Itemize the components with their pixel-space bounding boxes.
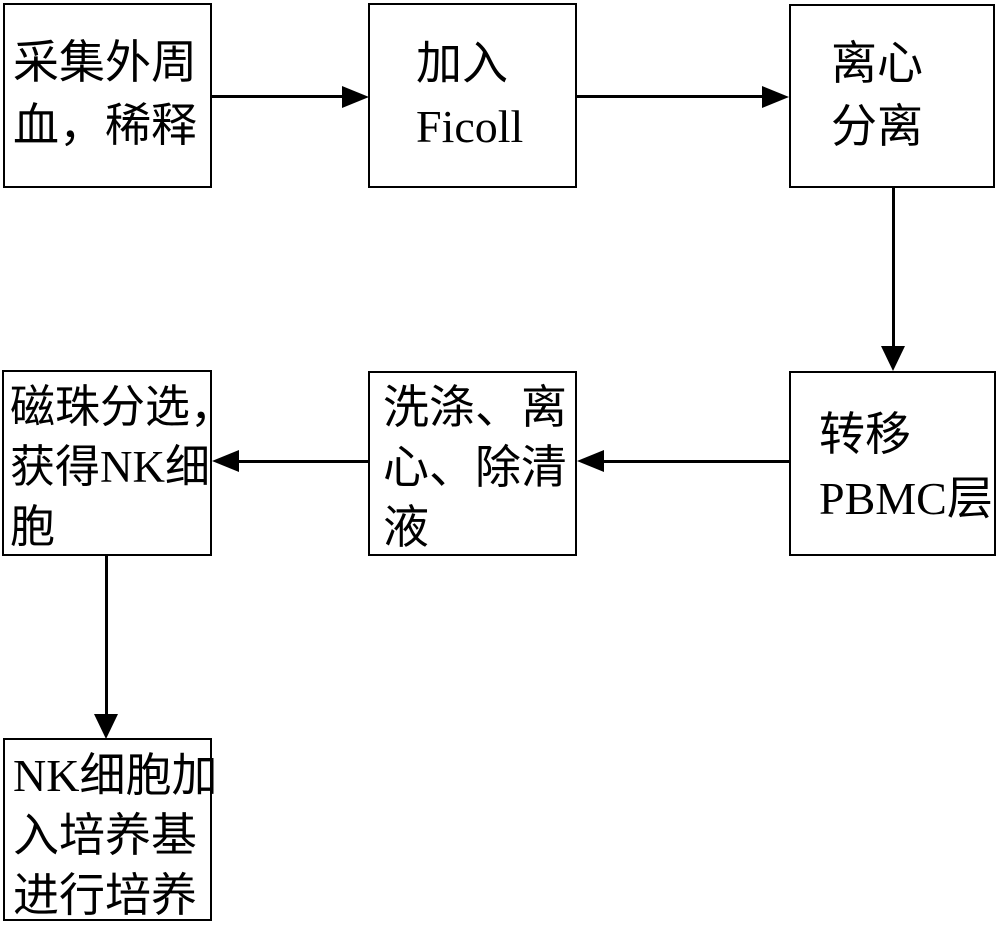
node-text-line: 进行培养	[13, 870, 197, 921]
flow-node-transfer-pbmc: 转移 PBMC层	[789, 371, 996, 556]
arrowhead-left-icon	[212, 450, 239, 472]
node-text-line: PBMC层	[819, 473, 993, 524]
arrow-line	[212, 95, 344, 98]
node-text-line: NK细胞加	[13, 750, 218, 801]
arrow-line	[237, 460, 368, 463]
node-text-line: 心、除清	[383, 442, 567, 493]
flow-node-add-ficoll: 加入 Ficoll	[368, 3, 577, 188]
arrowhead-right-icon	[762, 86, 789, 108]
node-text-line: 分离	[831, 101, 923, 152]
arrow-line	[602, 460, 789, 463]
node-text-line: Ficoll	[416, 101, 524, 152]
flow-node-centrifuge: 离心 分离	[789, 4, 995, 188]
node-text-line: 获得NK细	[10, 442, 210, 492]
node-text: 洗涤、离 心、除清 液	[370, 373, 575, 558]
node-text: 磁珠分选， 获得NK细 胞	[4, 372, 236, 557]
node-text-line: 入培养基	[13, 810, 197, 861]
node-text-line: 转移	[819, 409, 911, 460]
node-text: NK细胞加 入培养基 进行培养	[5, 740, 218, 926]
flow-node-wash: 洗涤、离 心、除清 液	[368, 371, 577, 556]
arrow-line	[577, 95, 764, 98]
node-text-line: 离心	[831, 38, 923, 89]
node-text: 加入 Ficoll	[370, 5, 575, 158]
arrow-line	[892, 188, 895, 348]
node-text-line: 液	[383, 502, 429, 553]
arrow-line	[105, 556, 108, 716]
node-text: 转移 PBMC层	[791, 373, 994, 531]
flow-node-magnetic-sort: 磁珠分选， 获得NK细 胞	[2, 370, 236, 557]
arrowhead-right-icon	[342, 86, 369, 108]
node-text: 离心 分离	[791, 6, 993, 158]
arrowhead-down-icon	[94, 714, 118, 739]
node-text-line: 胞	[10, 502, 56, 552]
flow-node-culture: NK细胞加 入培养基 进行培养	[3, 738, 217, 921]
flow-node-collect-blood: 采集外周 血，稀释	[3, 3, 212, 188]
node-text-line: 磁珠分选，	[10, 382, 236, 432]
arrowhead-down-icon	[881, 346, 905, 371]
arrowhead-left-icon	[577, 450, 604, 472]
node-text: 采集外周 血，稀释	[5, 5, 210, 157]
node-text-line: 洗涤、离	[383, 382, 567, 433]
node-text-line: 加入	[416, 38, 508, 89]
node-text-line: 采集外周	[13, 37, 197, 88]
node-text-line: 血，稀释	[13, 100, 197, 151]
